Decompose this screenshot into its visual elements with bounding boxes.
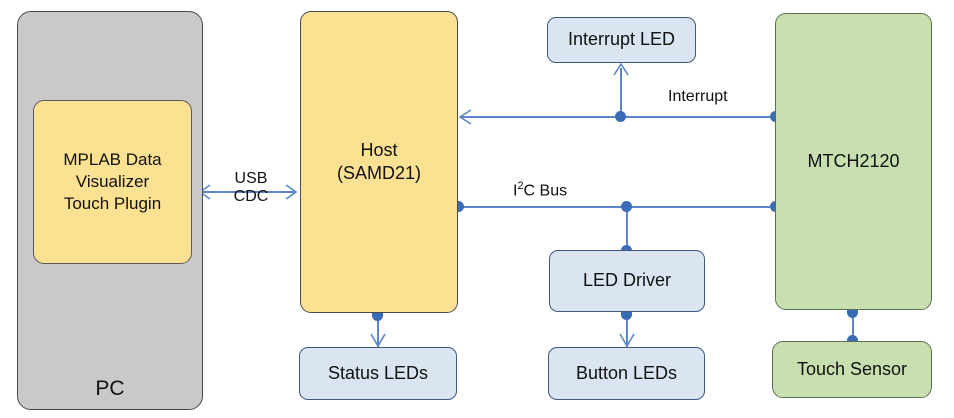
edge-label-i2c-prefix: I xyxy=(513,182,518,200)
block-status-leds-label: Status LEDs xyxy=(327,362,429,383)
connector-dot-mtch-bottom xyxy=(847,307,858,318)
connector-interrupt-led-branch xyxy=(620,68,622,118)
block-mplab-data-visualizer-touch-plugin[interactable]: MPLAB Data Visualizer Touch Plugin xyxy=(33,100,192,264)
connector-dot-host-bottom xyxy=(372,310,383,321)
block-plugin-label-line1: MPLAB Data xyxy=(63,150,162,170)
block-touch-sensor[interactable]: Touch Sensor xyxy=(772,341,932,398)
edge-label-usb-cdc: USB CDC xyxy=(222,170,280,207)
connector-usb-cdc xyxy=(200,191,296,193)
block-touch-sensor-label: Touch Sensor xyxy=(796,358,908,379)
block-host-label-line2: (SAMD21) xyxy=(336,163,421,183)
block-plugin-label-line3: Touch Plugin xyxy=(63,193,162,213)
edge-label-interrupt: Interrupt xyxy=(668,88,728,106)
block-led-driver[interactable]: LED Driver xyxy=(549,250,705,312)
edge-label-i2c-bus: I2C Bus xyxy=(513,180,567,200)
connector-dot-touch-sensor-top xyxy=(847,335,858,346)
connector-led-driver-to-button-leds xyxy=(626,312,628,348)
edge-label-interrupt-text: Interrupt xyxy=(668,88,728,105)
block-interrupt-led-label: Interrupt LED xyxy=(567,29,676,50)
edge-label-i2c-superscript: 2 xyxy=(517,180,524,192)
block-host-label: Host (SAMD21) xyxy=(337,139,421,185)
edge-label-usb-cdc-line1: USB xyxy=(234,170,268,187)
connector-i2c-bus-line xyxy=(458,206,778,208)
connector-dot-interrupt-junction xyxy=(615,111,626,122)
connector-dot-led-driver-bottom xyxy=(621,309,632,320)
edge-label-usb-cdc-line2: CDC xyxy=(233,188,269,206)
block-status-leds[interactable]: Status LEDs xyxy=(299,347,457,400)
block-pc-label: PC xyxy=(95,377,125,401)
connector-dot-i2c-host xyxy=(453,201,464,212)
block-plugin-label-line2: Visualizer xyxy=(75,172,150,192)
block-button-leds[interactable]: Button LEDs xyxy=(548,347,705,400)
block-host-label-line1: Host xyxy=(360,139,398,160)
block-plugin-label: MPLAB Data Visualizer Touch Plugin xyxy=(63,149,161,214)
connector-i2c-to-led-driver xyxy=(626,207,628,252)
block-interrupt-led[interactable]: Interrupt LED xyxy=(547,17,696,63)
connector-mtch-to-touch-sensor xyxy=(852,310,854,343)
block-mtch2120[interactable]: MTCH2120 xyxy=(775,13,932,310)
connector-host-to-status-leds xyxy=(377,313,379,349)
block-button-leds-label: Button LEDs xyxy=(575,362,678,383)
edge-label-i2c-suffix: C Bus xyxy=(523,182,568,200)
block-mtch2120-label: MTCH2120 xyxy=(807,150,900,171)
block-host-samd21[interactable]: Host (SAMD21) xyxy=(300,11,458,313)
connector-dot-i2c-junction xyxy=(621,201,632,212)
block-led-driver-label: LED Driver xyxy=(582,270,671,291)
